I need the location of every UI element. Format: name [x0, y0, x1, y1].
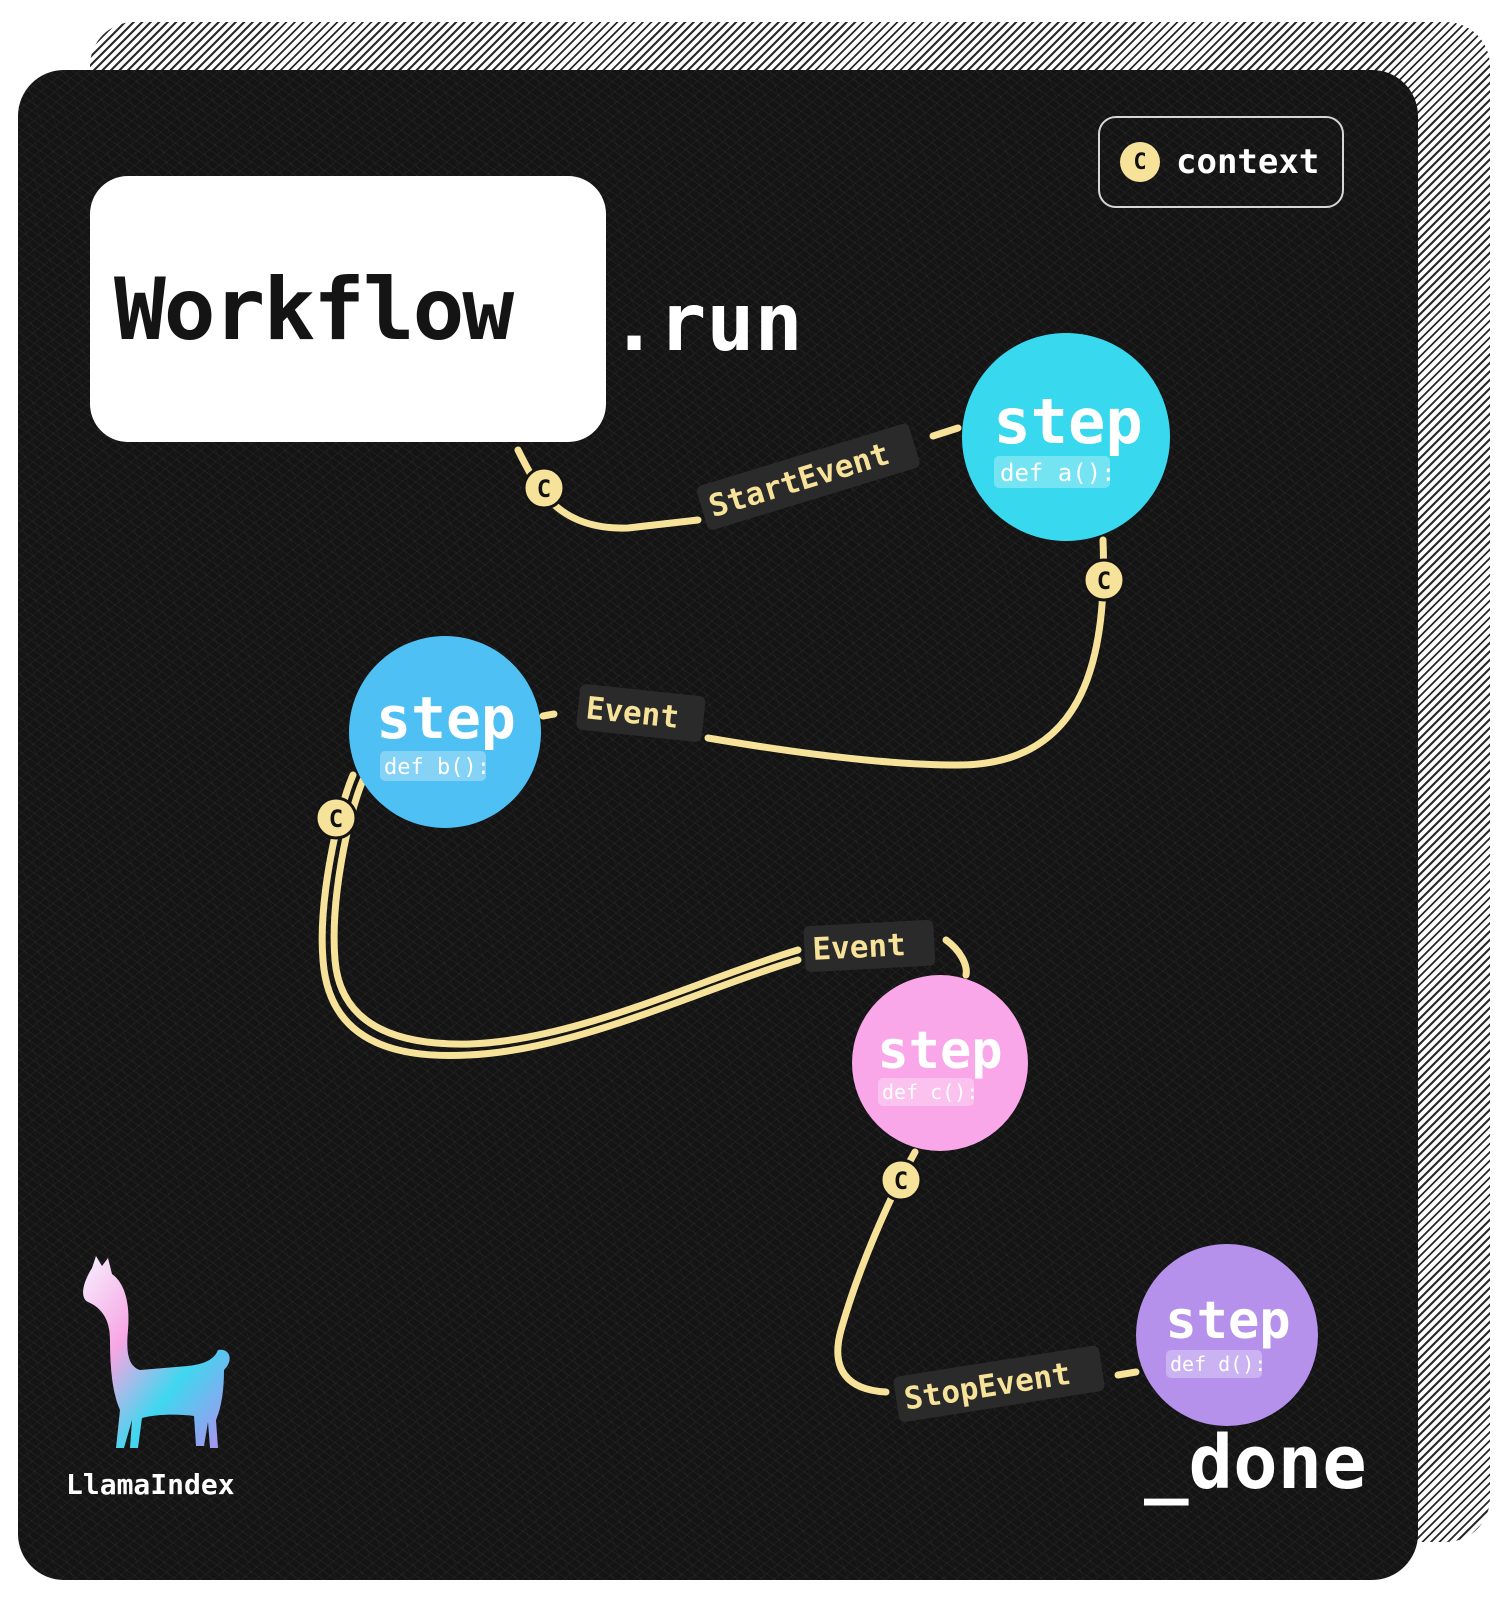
edge-label-event-2: Event	[803, 919, 936, 972]
edge-a-to-b	[704, 536, 1107, 769]
edge-b-to-c	[318, 771, 802, 1060]
step-label: step	[376, 684, 516, 752]
step-label: step	[877, 1021, 1002, 1081]
step-node-b: step def b():	[349, 636, 541, 828]
context-marker-b: C	[314, 796, 358, 840]
edge-label-bg	[696, 423, 920, 530]
context-legend-label: context	[1176, 142, 1320, 182]
workflow-graph: StartEvent Event Event StopEvent C C C	[83, 333, 1318, 1448]
edge-label-text: Event	[812, 927, 907, 968]
context-marker-a: C	[1082, 558, 1126, 602]
step-node-c: step def c():	[852, 975, 1028, 1151]
edge-label-event-1: Event	[576, 684, 706, 742]
diagram-card: C context Workflow .run	[18, 70, 1418, 1580]
edge-label-bg	[893, 1345, 1105, 1422]
edge-b-to-c-inner	[330, 776, 802, 1048]
brand-label: LlamaIndex	[66, 1468, 235, 1501]
context-marker-c: C	[879, 1158, 923, 1202]
svg-text:C: C	[1097, 567, 1111, 595]
edge-b-to-c-hook	[942, 936, 970, 979]
edge-label-bg	[576, 684, 706, 742]
run-suffix: .run	[610, 276, 803, 369]
edge-label-start: StartEvent	[696, 423, 920, 530]
step-code: def d():	[1170, 1352, 1266, 1376]
step-node-a: step def a():	[962, 333, 1170, 541]
edge-label-stop: StopEvent	[893, 1345, 1105, 1422]
step-node-d: step def d():	[1136, 1244, 1318, 1426]
workflow-title: Workflow	[114, 260, 514, 360]
step-code: def a():	[1000, 459, 1116, 487]
step-code: def c():	[882, 1080, 978, 1104]
llama-logo-icon	[83, 1256, 230, 1448]
context-marker-start: C	[522, 466, 566, 510]
svg-text:C: C	[894, 1167, 908, 1195]
step-label: step	[1165, 1291, 1290, 1351]
context-badge-icon: C	[1120, 142, 1160, 182]
step-code: def b():	[384, 755, 490, 780]
edge-a-to-b-head	[539, 710, 558, 720]
title-box	[90, 176, 606, 442]
edge-start-to-a	[514, 446, 702, 532]
svg-text:C: C	[537, 475, 551, 503]
svg-text:C: C	[329, 805, 343, 833]
done-label: _done	[1144, 1420, 1367, 1506]
context-legend: C context	[1098, 116, 1344, 208]
step-label: step	[993, 385, 1142, 458]
edge-label-bg	[803, 919, 936, 972]
edge-c-to-d-head	[1114, 1368, 1140, 1379]
edge-start-to-a-tail	[929, 424, 962, 440]
